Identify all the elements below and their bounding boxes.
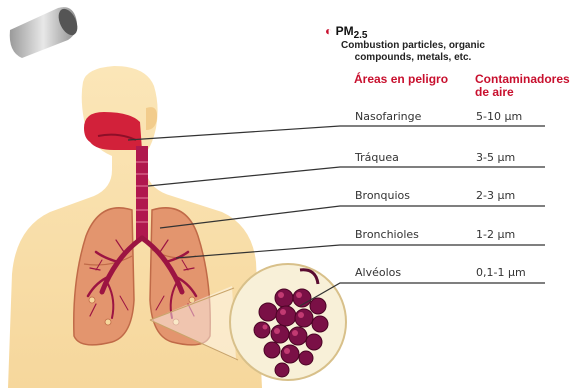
pm-marker-icon: ◐ bbox=[325, 24, 333, 38]
exhaust-pipe-icon bbox=[9, 7, 78, 59]
header-areas: Áreas en peligro bbox=[354, 72, 449, 86]
area-label-nasofaringe: Nasofaringe bbox=[355, 110, 422, 123]
area-label-traquea: Tráquea bbox=[355, 151, 399, 164]
bronchial-tree bbox=[86, 235, 198, 319]
size-label-nasofaringe: 5-10 µm bbox=[476, 110, 523, 123]
pm-title-text: PM bbox=[335, 24, 354, 38]
size-label-bronchioles: 1-2 µm bbox=[476, 228, 516, 241]
image-crop-edge bbox=[0, 62, 585, 66]
lungs bbox=[73, 207, 211, 346]
pm-description: Combustion particles, organic compounds,… bbox=[341, 40, 485, 63]
area-label-bronchioles: Bronchioles bbox=[355, 228, 419, 241]
size-label-traquea: 3-5 µm bbox=[476, 151, 516, 164]
size-label-alveolos: 0,1-1 µm bbox=[476, 266, 526, 279]
nasopharynx-region bbox=[84, 112, 142, 150]
pm-title: ◐ PM2.5 bbox=[325, 24, 368, 41]
leader-lines bbox=[127, 125, 545, 307]
area-label-bronquios: Bronquios bbox=[355, 189, 410, 202]
alveoli-magnified bbox=[229, 263, 347, 381]
trachea-tube bbox=[136, 146, 148, 240]
area-label-alveolos: Alvéolos bbox=[355, 266, 402, 279]
header-contaminants: Contaminadores de aire bbox=[475, 72, 570, 99]
size-label-bronquios: 2-3 µm bbox=[476, 189, 516, 202]
pm-title-subscript: 2.5 bbox=[353, 30, 368, 41]
